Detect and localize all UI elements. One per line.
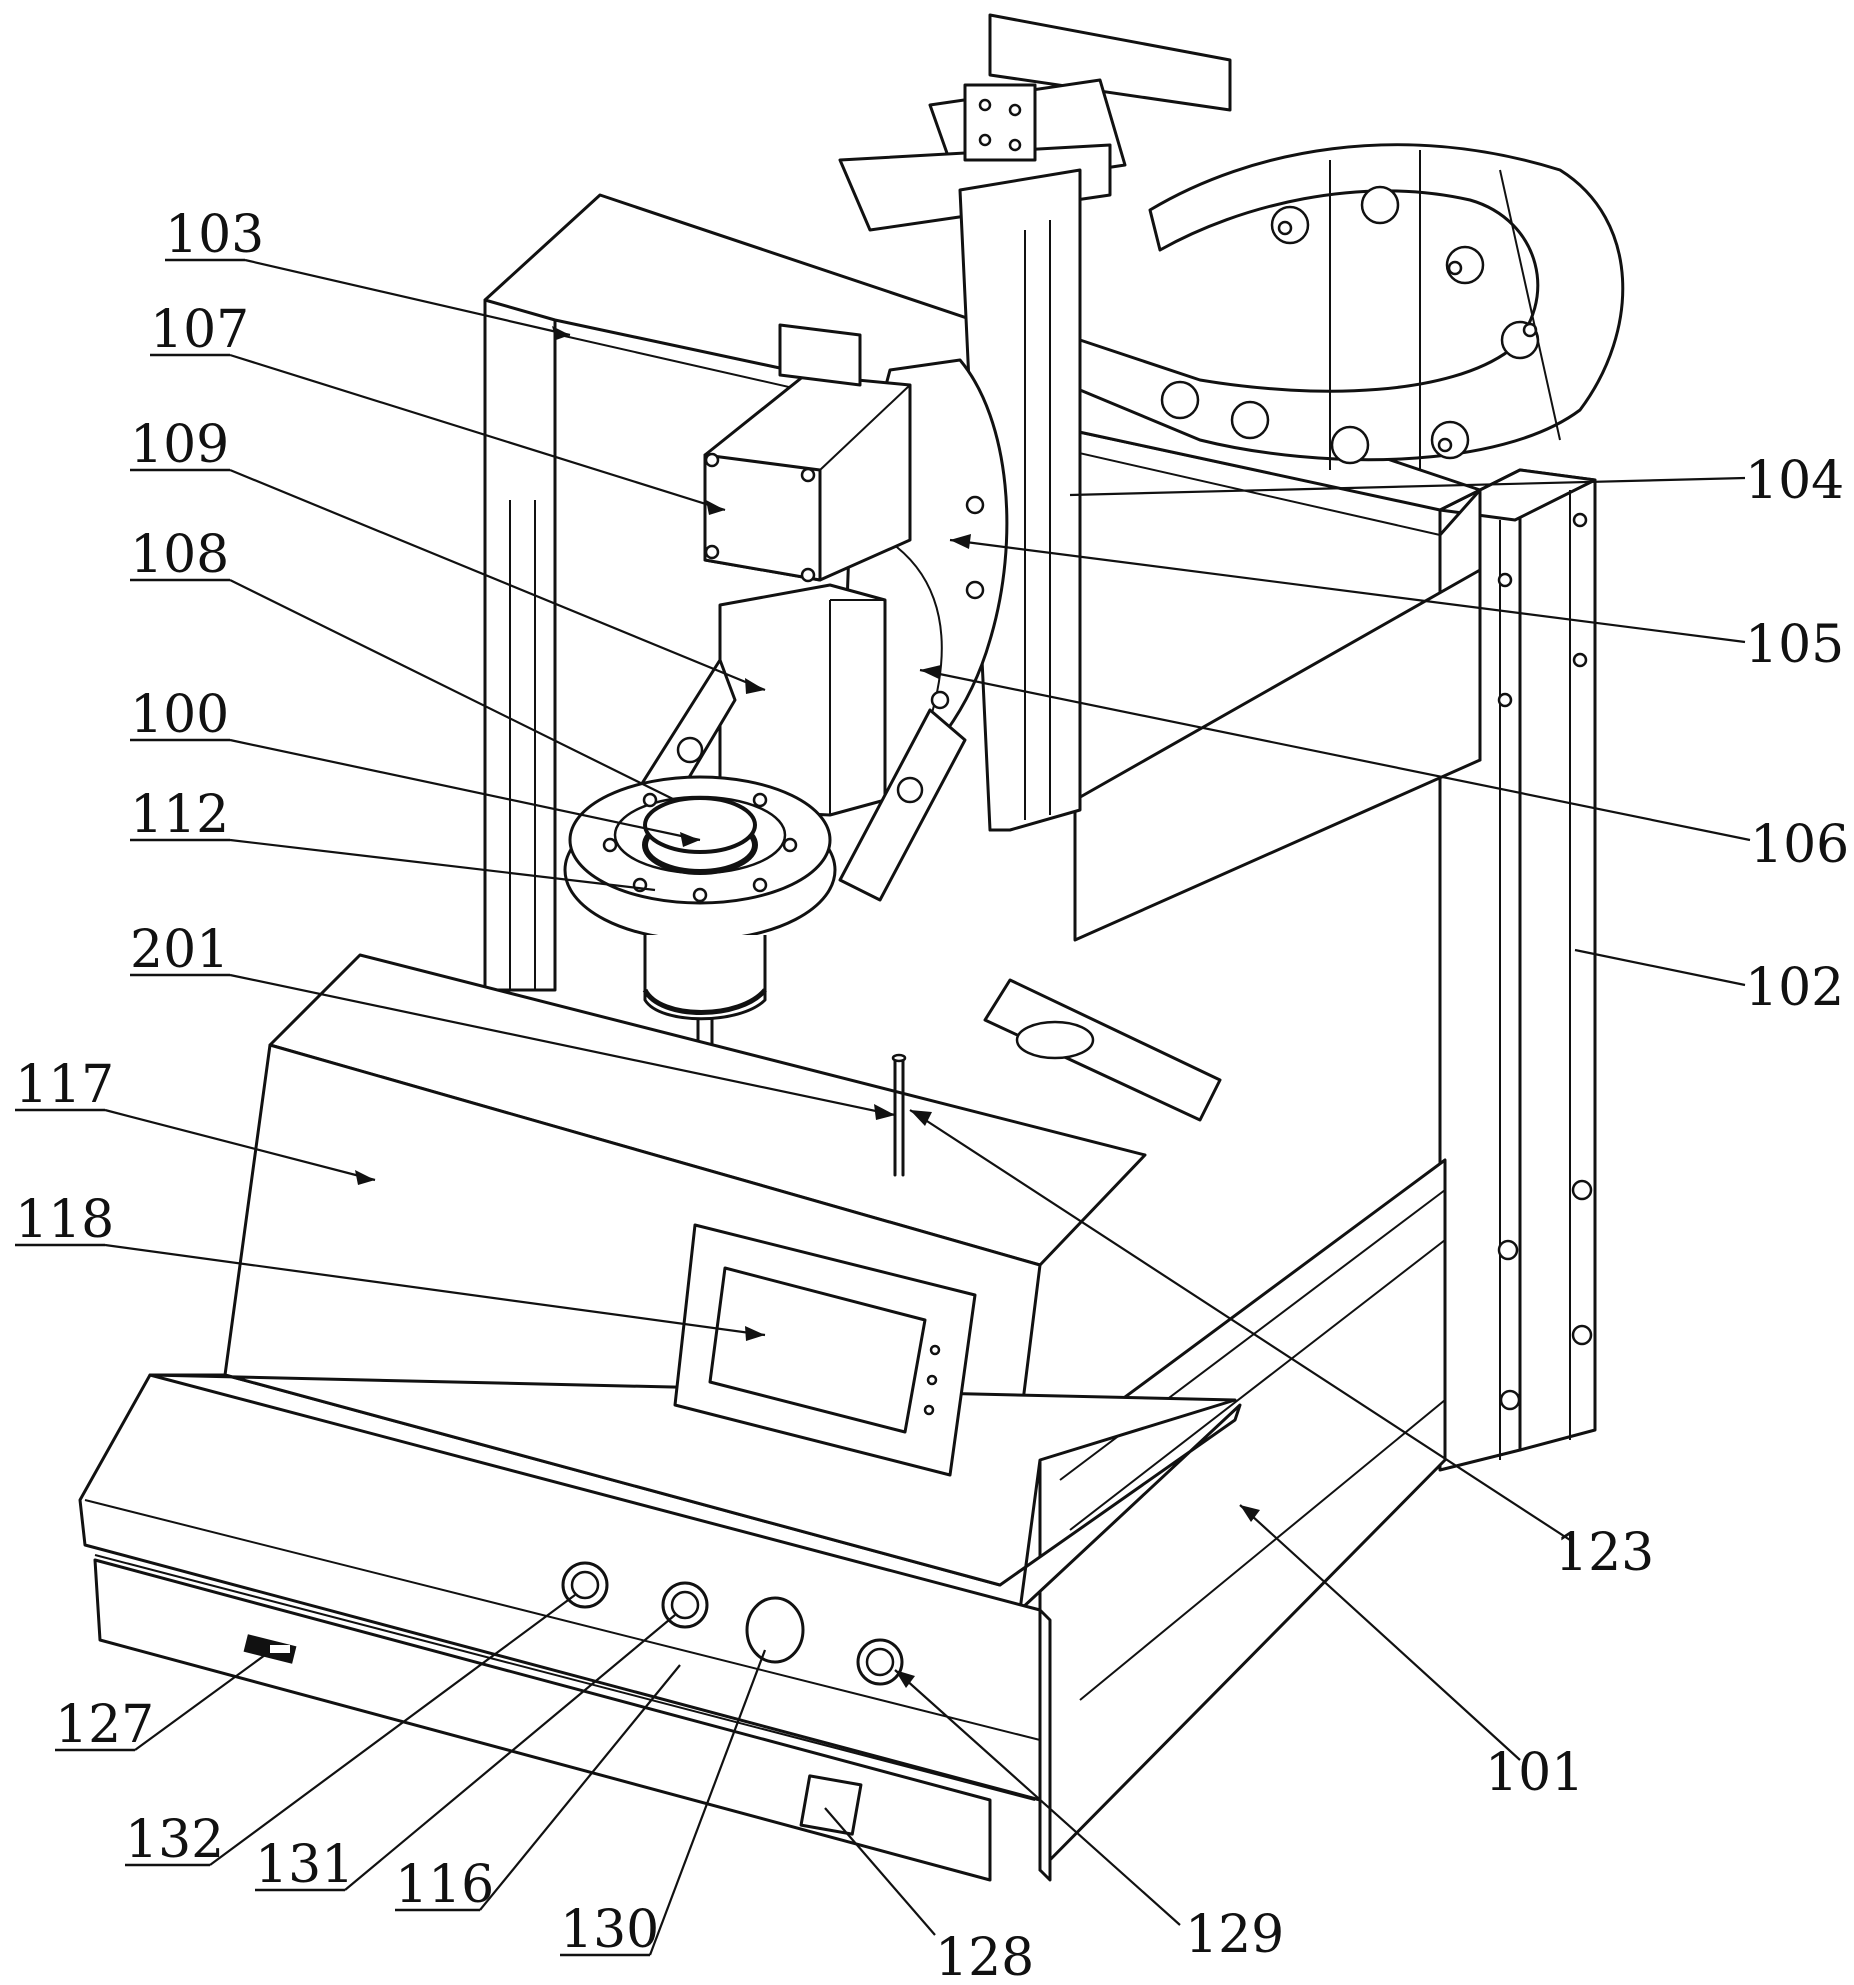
label-106: 106 [1750, 815, 1849, 875]
leader-102 [1575, 950, 1745, 985]
label-130: 130 [560, 1900, 659, 1960]
label-118: 118 [15, 1190, 114, 1250]
label-128: 128 [935, 1928, 1034, 1985]
label-117: 117 [15, 1055, 114, 1115]
label-123: 123 [1555, 1523, 1654, 1583]
label-100: 100 [130, 685, 229, 745]
label-107: 107 [150, 300, 249, 360]
leader-101 [1240, 1505, 1520, 1760]
label-131: 131 [255, 1835, 354, 1895]
cable-chain [1080, 145, 1623, 470]
label-104: 104 [1745, 451, 1844, 511]
label-103: 103 [165, 205, 264, 265]
label-108: 108 [130, 525, 229, 585]
label-116: 116 [395, 1855, 494, 1915]
label-132: 132 [125, 1810, 224, 1870]
label-102: 102 [1745, 958, 1844, 1018]
left-column [485, 290, 555, 990]
label-129: 129 [1185, 1905, 1284, 1965]
leader-127 [135, 1655, 265, 1750]
label-101: 101 [1485, 1743, 1584, 1803]
label-105: 105 [1745, 615, 1844, 675]
label-201: 201 [130, 920, 229, 980]
label-109: 109 [130, 415, 229, 475]
leader-108 [230, 580, 675, 800]
label-112: 112 [130, 785, 229, 845]
label-127: 127 [55, 1695, 154, 1755]
leader-107 [230, 355, 725, 510]
